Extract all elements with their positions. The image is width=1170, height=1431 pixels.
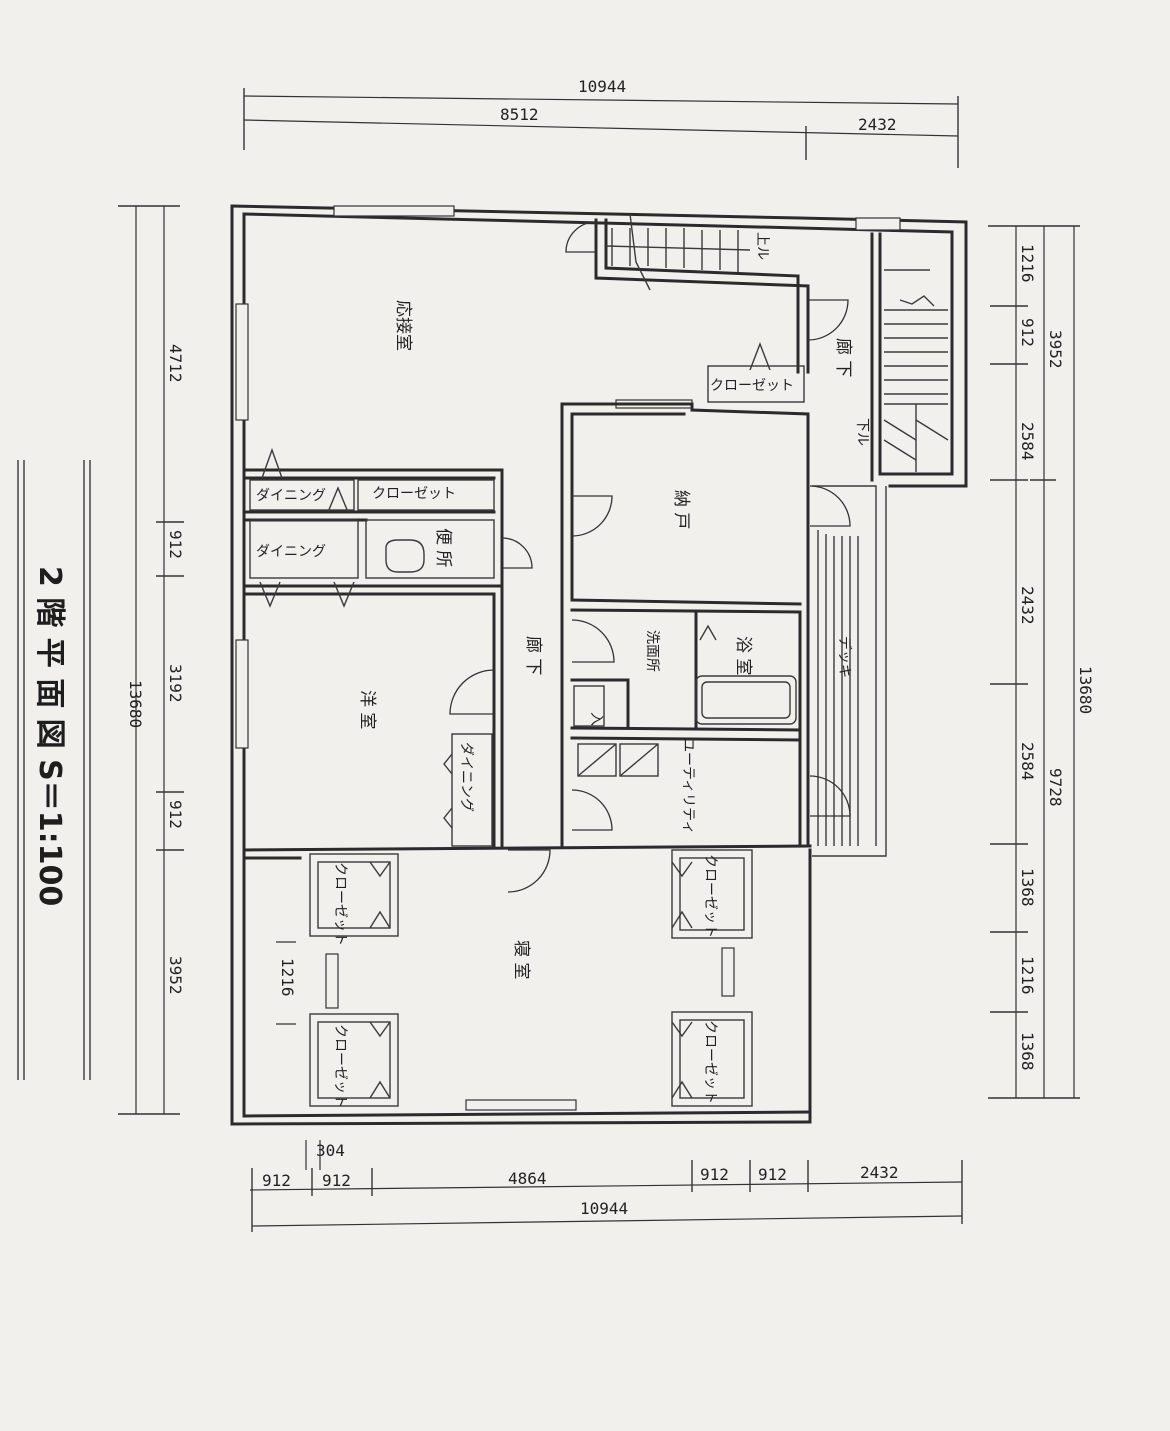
dim-right-total: 13680: [1076, 666, 1095, 714]
dim-left-a: 4712: [166, 344, 185, 383]
dim-right-h: 1368: [1018, 1032, 1037, 1071]
label-closet-hall: クローゼット: [710, 378, 794, 394]
dim-bottom-f: 2432: [860, 1163, 899, 1182]
label-bedroom: 寝 室: [511, 940, 532, 979]
dim-small-304: 304: [316, 1141, 345, 1160]
label-utility: ユーティリティ: [680, 738, 696, 834]
label-closet-c: クローゼット: [702, 854, 718, 938]
dim-right-d: 2432: [1018, 586, 1037, 625]
label-closet-1: クローゼット: [372, 486, 456, 502]
label-closet-d: クローゼット: [702, 1020, 718, 1104]
label-reception: 応接室: [393, 300, 413, 351]
label-down: 下ル: [854, 418, 870, 446]
right-dimensions: 13680 3952 9728 1216 912 2584 2432 2584 …: [988, 225, 1095, 1099]
dim-right-a: 1216: [1018, 244, 1037, 283]
dim-left-d: 912: [166, 800, 185, 829]
stairs-left: [565, 213, 751, 291]
dim-top-left: 8512: [500, 105, 539, 124]
dim-left-total: 13680: [126, 680, 145, 728]
label-closet-a: クローゼット: [332, 862, 348, 946]
dim-top-right: 2432: [858, 115, 897, 134]
top-dimensions: 10944 8512 2432: [243, 77, 959, 168]
dim-left-b: 912: [166, 530, 185, 559]
dim-right-c: 2584: [1018, 422, 1037, 461]
dim-right-f: 1368: [1018, 868, 1037, 907]
dim-bottom-e: 912: [758, 1165, 787, 1184]
label-closet-b: クローゼット: [332, 1024, 348, 1108]
label-bath: 浴 室: [733, 636, 753, 675]
label-entrance: 入: [588, 712, 604, 726]
folding-door-marks: [259, 342, 771, 1099]
bottom-dimensions: 912 912 4864 912 912 2432 10944 304 1216: [249, 941, 963, 1232]
label-hall-2: 廊 下: [833, 338, 853, 377]
dim-right-g: 1216: [1018, 956, 1037, 995]
stairs-right: [883, 269, 949, 472]
dim-right-b: 912: [1018, 318, 1037, 347]
dim-small-1216: 1216: [278, 958, 297, 997]
outer-walls: [230, 204, 968, 1126]
title-text: 2 階 平 面 図 S＝1:100: [32, 566, 67, 906]
label-dining-3: ダイニング: [458, 742, 474, 812]
label-study: 納 戸: [671, 490, 691, 529]
dim-bottom-c: 4864: [508, 1169, 547, 1188]
dim-bottom-total: 10944: [580, 1199, 628, 1218]
label-deck: デッキ: [836, 636, 853, 678]
dim-right-sub2: 9728: [1046, 768, 1065, 807]
label-up: 上ル: [754, 232, 770, 260]
fixtures: [385, 539, 797, 777]
label-western: 洋 室: [357, 690, 377, 729]
dim-bottom-b: 912: [322, 1171, 351, 1190]
label-dining-1: ダイニング: [256, 488, 326, 504]
label-toilet: 便 所: [433, 528, 453, 567]
left-dimensions: 13680 4712 912 3192 912 3952: [118, 205, 185, 1115]
dim-left-e: 3952: [166, 956, 185, 995]
dim-bottom-d: 912: [700, 1165, 729, 1184]
label-dining-2: ダイニング: [256, 544, 326, 560]
room-labels: 応接室 ダイニング クローゼット ダイニング 便 所 洋 室 ダイニング 廊 下…: [256, 232, 870, 1108]
doors: [449, 299, 851, 893]
interior-walls: [242, 218, 948, 1107]
label-washroom: 洗面所: [644, 630, 660, 672]
dim-left-c: 3192: [166, 664, 185, 703]
dim-top-total: 10944: [578, 77, 626, 96]
dim-right-sub1: 3952: [1046, 330, 1065, 369]
dim-bottom-a: 912: [262, 1171, 291, 1190]
label-hall-1: 廊 下: [523, 636, 543, 675]
dim-right-e: 2584: [1018, 742, 1037, 781]
drawing-title: 2 階 平 面 図 S＝1:100: [17, 460, 91, 1080]
